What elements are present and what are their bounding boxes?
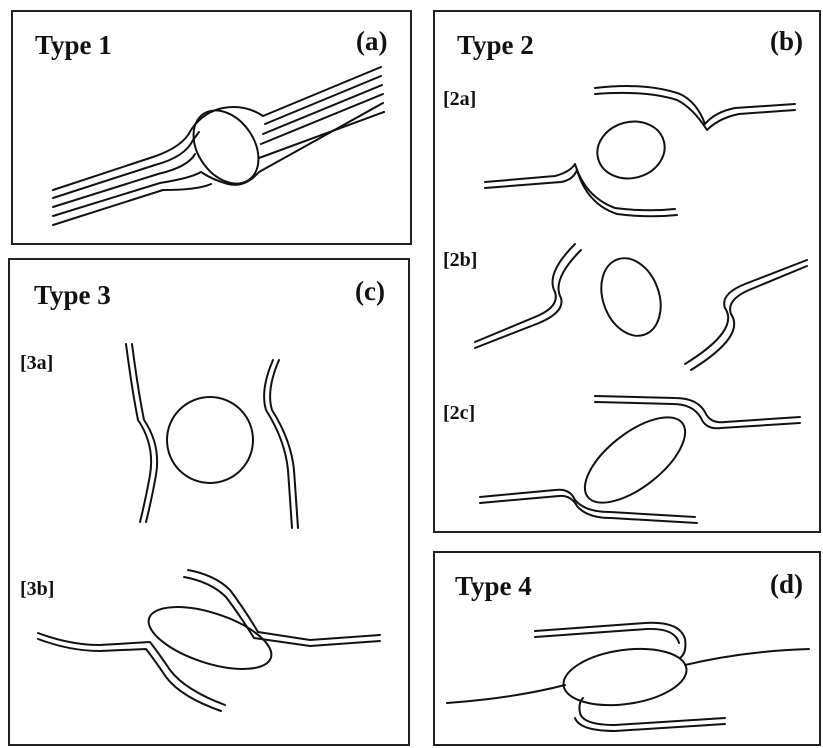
flow-lines [53, 67, 384, 225]
panel-type-4: Type 4 (d) [433, 551, 821, 746]
grain-ellipse [560, 642, 690, 713]
diagram-3a [126, 344, 298, 528]
diagram-2c [480, 396, 800, 523]
type-2-diagram [435, 12, 823, 535]
type-3-diagram [10, 260, 412, 748]
diagram-2b [475, 244, 807, 370]
panel-type-1: Type 1 (a) [11, 10, 412, 245]
flow-lines [447, 623, 809, 731]
diagram-3b [38, 570, 380, 711]
type-4-diagram [435, 553, 823, 748]
type-1-diagram [13, 12, 414, 247]
panel-type-2: Type 2 (b) [2a] [2b] [2c] [433, 10, 821, 533]
diagram-2a [485, 86, 795, 216]
panel-type-3: Type 3 (c) [3a] [3b] [8, 258, 410, 746]
